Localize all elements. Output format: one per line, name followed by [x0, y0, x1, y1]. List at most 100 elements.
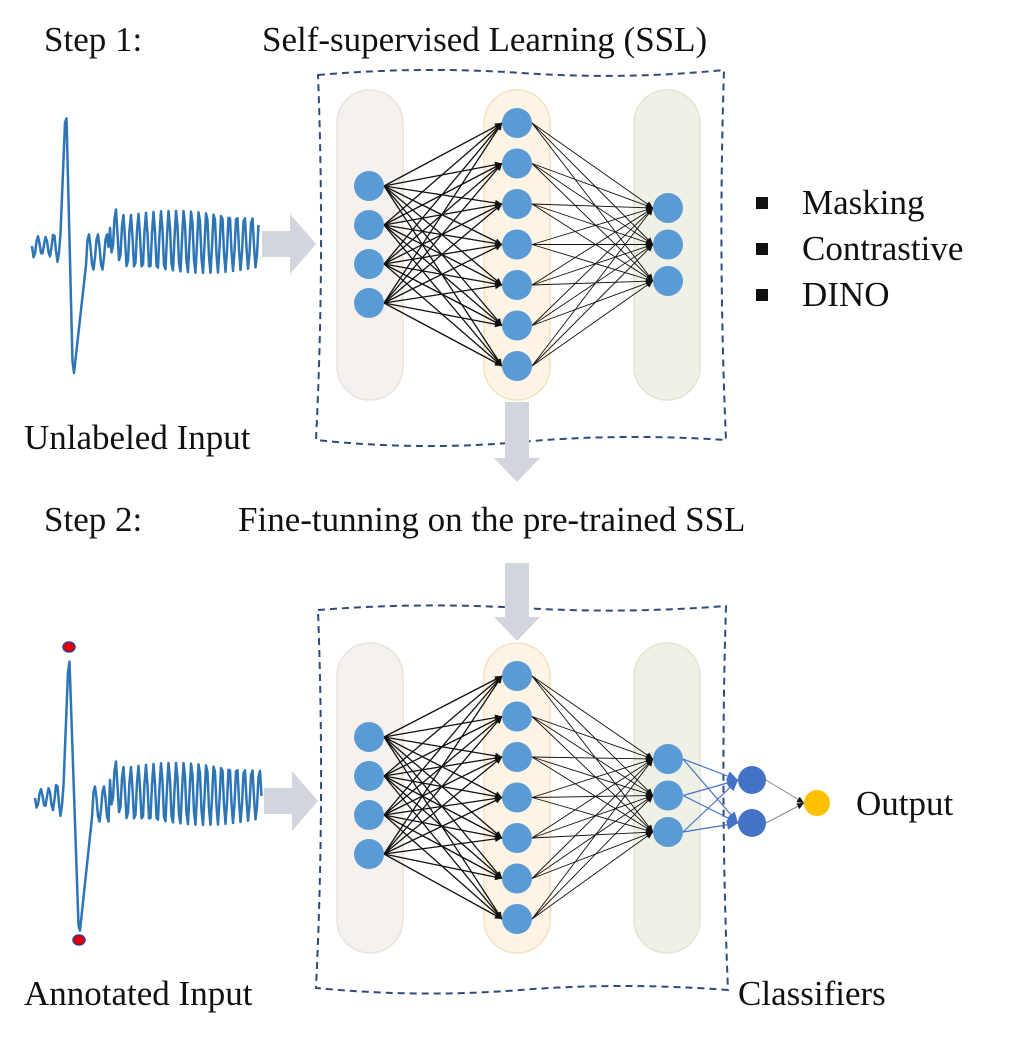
connection-edge [383, 263, 503, 367]
connection-edge [531, 758, 654, 879]
ssl-network [354, 108, 683, 381]
annotated-signal-waveform [33, 660, 263, 932]
step1-input-layer [336, 89, 404, 401]
connection-edge [383, 775, 503, 879]
connection-edge [531, 792, 654, 799]
transfer-arrow-down [494, 402, 540, 482]
connection-edge [383, 675, 503, 816]
neuron [354, 800, 384, 830]
step2-input-layer [336, 642, 404, 954]
connection-edge [383, 775, 503, 800]
connection-edge [531, 207, 654, 367]
connection-edge [531, 755, 654, 763]
classifiers-label: Classifiers [738, 974, 886, 1013]
connection-edge [383, 122, 503, 226]
method-label: DINO [802, 275, 890, 314]
step1-title: Self-supervised Learning (SSL) [262, 20, 708, 59]
connection-edge [383, 263, 503, 327]
output-neuron [804, 790, 830, 816]
ssl-network-frame [314, 68, 728, 448]
connection-edge [383, 716, 503, 855]
step2-title: Fine-tunning on the pre-trained SSL [238, 500, 746, 539]
neuron [653, 229, 683, 260]
classifier-edge [682, 779, 739, 833]
connection-edge [531, 797, 654, 834]
connection-edge [531, 244, 654, 326]
classifier-edge [682, 819, 739, 833]
connection-edge [531, 716, 654, 760]
connection-edge [383, 185, 503, 246]
connection-edge [531, 675, 654, 796]
connection-edge [531, 243, 654, 286]
connection-edge [383, 736, 503, 879]
connection-edge [531, 758, 654, 920]
connection-edge [383, 853, 503, 920]
connection-edge [531, 244, 654, 367]
connection-edge [531, 795, 654, 920]
classifier-neuron [738, 766, 766, 794]
connection-edge [383, 263, 503, 287]
connection-edge [383, 736, 503, 759]
neuron [502, 148, 532, 179]
connection-edge [531, 203, 654, 246]
bullet-square-icon [756, 289, 768, 301]
neuron [502, 661, 532, 691]
connection-edge [383, 122, 503, 187]
connection-edge [531, 122, 654, 209]
connection-edge [531, 795, 654, 879]
connection-edge [383, 756, 503, 855]
neuron [502, 823, 532, 853]
neuron [502, 863, 532, 894]
bullet-square-icon [756, 243, 768, 255]
connection-edge [383, 185, 503, 326]
connection-edge [383, 675, 503, 777]
connection-edge [383, 853, 503, 881]
annotation-marker-trough [72, 934, 86, 946]
connection-edge [531, 716, 654, 833]
annotated-input-label: Annotated Input [24, 974, 253, 1013]
connection-edge [383, 814, 503, 920]
neuron [653, 817, 683, 847]
connection-edge [531, 122, 654, 282]
connection-edge [383, 185, 503, 207]
connection-edge [531, 716, 654, 796]
output-edge [765, 802, 805, 824]
input-arrow-step2 [264, 771, 318, 831]
connection-edge [531, 756, 654, 833]
neuron [354, 722, 384, 752]
neuron [502, 229, 532, 260]
connection-edge [383, 163, 503, 304]
connection-edge [531, 207, 654, 286]
neuron [354, 288, 384, 318]
method-item-contrastive: Contrastive [756, 226, 963, 272]
connection-edge [531, 675, 654, 833]
connection-edge [383, 224, 503, 326]
connection-edge [531, 794, 654, 839]
finetune-network-frame [314, 604, 730, 995]
classifier-edge [682, 794, 739, 824]
connection-edge [383, 736, 503, 799]
connection-edge [531, 758, 654, 839]
connection-edge [383, 302, 503, 367]
connection-edge [383, 224, 503, 247]
connection-edge [531, 206, 654, 245]
connection-edge [531, 122, 654, 245]
connection-edge [383, 796, 503, 855]
neuron [502, 701, 532, 732]
classifier-neuron [738, 809, 766, 837]
neuron [653, 266, 683, 296]
connection-edge [531, 675, 654, 760]
input-arrow-step1 [262, 214, 316, 274]
connection-edge [531, 244, 654, 283]
connection-edge [531, 829, 654, 839]
connection-edge [383, 736, 503, 839]
neuron [502, 351, 532, 381]
connection-edge [531, 758, 654, 798]
connection-edge [383, 282, 503, 304]
neuron [502, 189, 532, 219]
connection-edge [531, 280, 654, 326]
connection-edge [531, 203, 654, 282]
connection-edge [531, 163, 654, 245]
method-label: Masking [802, 183, 925, 222]
classifier-edge [682, 758, 739, 824]
